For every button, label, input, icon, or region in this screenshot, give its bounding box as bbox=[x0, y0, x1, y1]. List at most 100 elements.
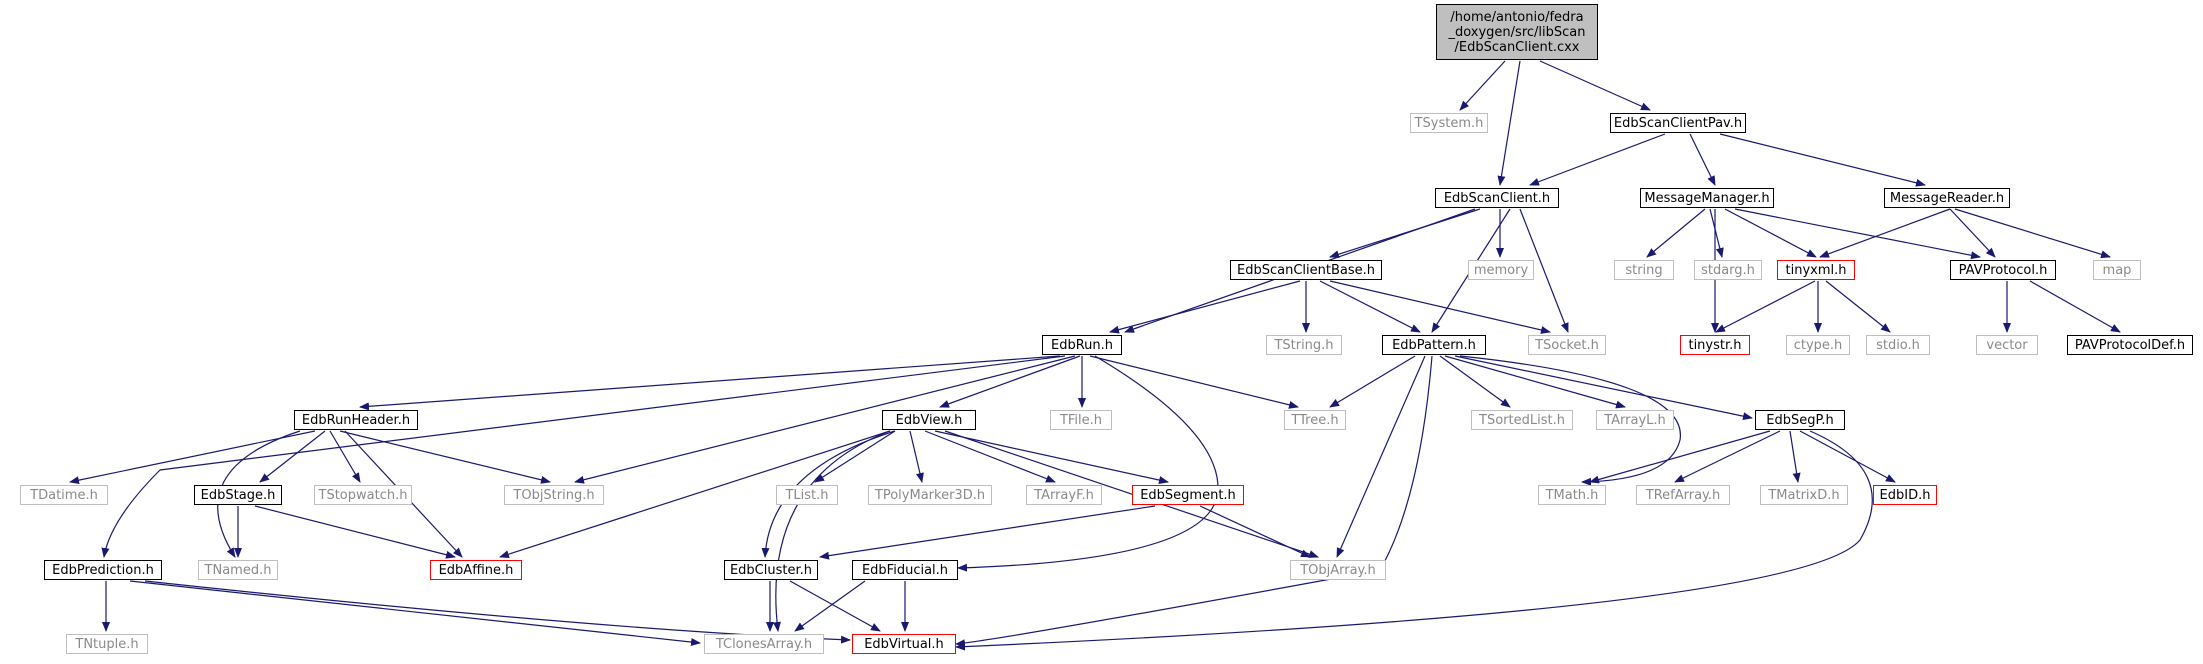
node-tmath[interactable]: TMath.h bbox=[1538, 485, 1606, 505]
node-stdarg[interactable]: stdarg.h bbox=[1694, 260, 1762, 280]
node-tobjstring[interactable]: TObjString.h bbox=[504, 485, 604, 505]
node-edbvirtual[interactable]: EdbVirtual.h bbox=[852, 634, 956, 654]
include-edge bbox=[1799, 430, 1896, 483]
include-edge bbox=[1719, 133, 1926, 187]
include-edge bbox=[1819, 208, 1951, 258]
node-ttree[interactable]: TTree.h bbox=[1284, 410, 1346, 430]
include-edge bbox=[574, 355, 1076, 484]
include-edge bbox=[1789, 430, 1801, 483]
include-edge bbox=[934, 430, 1169, 484]
node-tntuple[interactable]: TNtuple.h bbox=[66, 634, 148, 654]
include-edge bbox=[144, 580, 851, 644]
node-messagereader[interactable]: MessageReader.h bbox=[1884, 188, 2010, 208]
include-edge bbox=[339, 430, 551, 484]
node-edbpattern[interactable]: EdbPattern.h bbox=[1382, 335, 1486, 355]
node-edbfiducial[interactable]: EdbFiducial.h bbox=[852, 560, 958, 580]
node-vector[interactable]: vector bbox=[1976, 335, 2038, 355]
node-edbcluster[interactable]: EdbCluster.h bbox=[724, 560, 818, 580]
node-edbscanclientpav[interactable]: EdbScanClientPav.h bbox=[1610, 113, 1746, 133]
node-tfile[interactable]: TFile.h bbox=[1050, 410, 1112, 430]
node-edbsegp[interactable]: EdbSegP.h bbox=[1755, 410, 1845, 430]
node-tstopwatch[interactable]: TStopwatch.h bbox=[314, 485, 412, 505]
include-edge bbox=[1454, 355, 1753, 421]
node-pavprotocoldef[interactable]: PAVProtocolDef.h bbox=[2067, 335, 2193, 355]
include-edge bbox=[944, 430, 1319, 558]
node-tarrayf[interactable]: TArrayF.h bbox=[1026, 485, 1102, 505]
include-edge bbox=[1519, 208, 1569, 333]
node-tdatime[interactable]: TDatime.h bbox=[20, 485, 108, 505]
include-edge bbox=[69, 430, 316, 485]
root-file-line-3: /EdbScanClient.cxx bbox=[1454, 39, 1580, 55]
node-tpolymarker3d[interactable]: TPolyMarker3D.h bbox=[868, 485, 992, 505]
include-edge bbox=[101, 355, 1066, 558]
include-edge bbox=[814, 430, 896, 483]
include-edge bbox=[1689, 133, 1716, 186]
node-edbsegment[interactable]: EdbSegment.h bbox=[1132, 485, 1244, 505]
include-edge bbox=[1497, 60, 1521, 186]
node-tsortedlist[interactable]: TSortedList.h bbox=[1471, 410, 1573, 430]
include-edge bbox=[939, 355, 1081, 408]
include-edge bbox=[1646, 208, 1706, 258]
include-edge bbox=[1715, 280, 1816, 333]
include-edge bbox=[2029, 280, 2121, 333]
include-edge bbox=[1329, 355, 1416, 408]
node-edbaffine[interactable]: EdbAffine.h bbox=[430, 560, 522, 580]
node-tstring[interactable]: TString.h bbox=[1266, 335, 1342, 355]
node-edbview[interactable]: EdbView.h bbox=[882, 410, 976, 430]
node-tarrayl[interactable]: TArrayL.h bbox=[1596, 410, 1674, 430]
include-edge bbox=[1329, 208, 1481, 259]
root-file-node[interactable]: /home/antonio/fedra _doxygen/src/libScan… bbox=[1436, 4, 1598, 60]
node-tnamed[interactable]: TNamed.h bbox=[198, 560, 278, 580]
node-tclonesarray[interactable]: TClonesArray.h bbox=[704, 634, 824, 654]
include-edge bbox=[259, 430, 326, 483]
include-edge bbox=[1724, 208, 1817, 258]
node-tinystr[interactable]: tinystr.h bbox=[1680, 335, 1750, 355]
include-edge bbox=[1089, 355, 1299, 409]
include-edge bbox=[1529, 133, 1666, 186]
node-tobjarray[interactable]: TObjArray.h bbox=[1290, 560, 1386, 580]
node-map[interactable]: map bbox=[2093, 260, 2141, 280]
include-edge bbox=[789, 580, 881, 632]
node-memory[interactable]: memory bbox=[1468, 260, 1534, 280]
include-edge bbox=[1949, 208, 1996, 258]
node-pavprotocol[interactable]: PAVProtocol.h bbox=[1950, 260, 2056, 280]
node-tsocket[interactable]: TSocket.h bbox=[1528, 335, 1606, 355]
node-edbprediction[interactable]: EdbPrediction.h bbox=[44, 560, 162, 580]
include-edge bbox=[1329, 280, 1551, 334]
include-edge bbox=[1199, 505, 1311, 558]
include-edge bbox=[1539, 60, 1651, 111]
node-edbrunheader[interactable]: EdbRunHeader.h bbox=[294, 410, 418, 430]
node-string[interactable]: string bbox=[1614, 260, 1674, 280]
include-edge bbox=[1734, 208, 1981, 260]
node-edbscanclient[interactable]: EdbScanClient.h bbox=[1435, 188, 1559, 208]
include-edge bbox=[1319, 280, 1421, 333]
node-trefarray[interactable]: TRefArray.h bbox=[1636, 485, 1730, 505]
include-edge bbox=[1439, 355, 1511, 408]
node-edbrun[interactable]: EdbRun.h bbox=[1042, 335, 1122, 355]
include-edge bbox=[1954, 208, 2111, 259]
include-edge bbox=[499, 430, 891, 559]
include-edge bbox=[1709, 208, 1724, 258]
include-edge bbox=[1589, 430, 1771, 484]
node-edbstage[interactable]: EdbStage.h bbox=[194, 485, 282, 505]
include-edge bbox=[909, 430, 924, 483]
node-edbid[interactable]: EdbID.h bbox=[1873, 485, 1937, 505]
include-edge bbox=[819, 505, 1156, 560]
include-edge bbox=[129, 580, 701, 647]
include-edge bbox=[955, 430, 1873, 651]
node-edbscanclientbase[interactable]: EdbScanClientBase.h bbox=[1230, 260, 1382, 280]
node-tlist[interactable]: TList.h bbox=[776, 485, 838, 505]
include-edge bbox=[955, 355, 1433, 648]
include-edge bbox=[794, 580, 866, 632]
node-tinyxml[interactable]: tinyxml.h bbox=[1777, 260, 1855, 280]
include-edge bbox=[1109, 280, 1301, 334]
node-messagemanager[interactable]: MessageManager.h bbox=[1640, 188, 1774, 208]
node-tmatrixd[interactable]: TMatrixD.h bbox=[1760, 485, 1848, 505]
include-edge bbox=[1459, 60, 1506, 111]
node-stdio[interactable]: stdio.h bbox=[1866, 335, 1930, 355]
node-ctype[interactable]: ctype.h bbox=[1786, 335, 1850, 355]
include-edge bbox=[957, 355, 1219, 572]
node-tsystem[interactable]: TSystem.h bbox=[1410, 113, 1488, 133]
